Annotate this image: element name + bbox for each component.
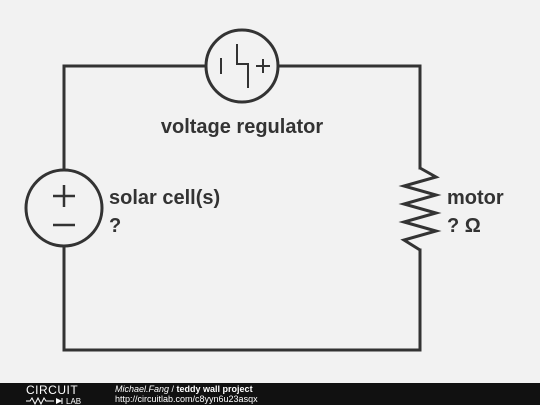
footer-title-line: Michael.Fang / teddy wall project (115, 384, 253, 394)
circuitlab-logo[interactable]: CIRCUIT LAB (26, 383, 96, 405)
wire-right-bottom (62, 246, 422, 352)
footer-bar: CIRCUIT LAB Michael.Fang / teddy wall pr… (0, 383, 540, 405)
title-separator: / (169, 384, 177, 394)
load-label: motor (447, 187, 504, 209)
load-value: ? Ω (447, 215, 481, 237)
logo-bottom-text: LAB (66, 397, 81, 405)
footer-url[interactable]: http://circuitlab.com/c8yyn6u23asqx (115, 394, 258, 404)
source-label: solar cell(s) (109, 187, 220, 209)
wire-top-left (62, 64, 208, 170)
motor-resistor-symbol (398, 166, 442, 252)
logo-top-text: CIRCUIT (26, 383, 78, 397)
source-value: ? (109, 215, 121, 237)
voltage-regulator-symbol (204, 28, 280, 104)
wire-top-right (276, 64, 422, 170)
circuit-schematic: voltage regulator solar cell(s) ? motor … (24, 28, 504, 352)
author-link[interactable]: Michael.Fang (115, 384, 170, 394)
solar-cell-symbol (24, 168, 104, 248)
project-title[interactable]: teddy wall project (176, 384, 253, 394)
regulator-label: voltage regulator (161, 116, 323, 138)
